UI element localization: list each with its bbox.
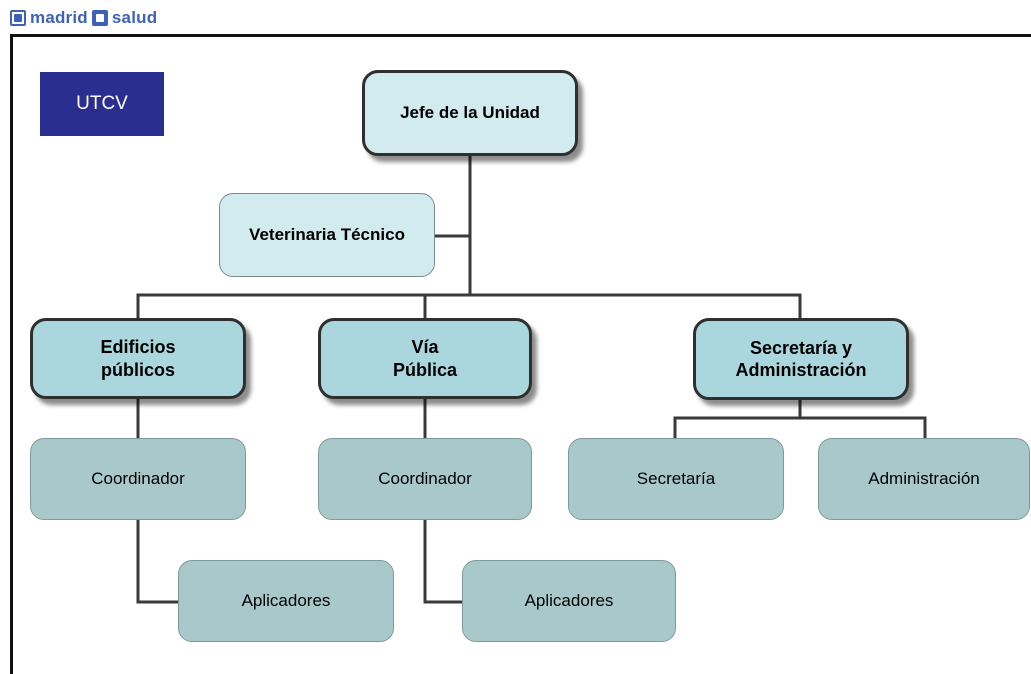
chart-frame: [10, 34, 1031, 674]
node-edificios-publicos: Edificios públicos: [30, 318, 246, 399]
node-jefe-unidad: Jefe de la Unidad: [362, 70, 578, 156]
node-coordinador-via: Coordinador: [318, 438, 532, 520]
brand-logo: madrid salud: [10, 7, 157, 29]
node-aplicadores-via: Aplicadores: [462, 560, 676, 642]
madrid-logo-icon: [10, 10, 26, 26]
salud-logo-icon: [91, 10, 108, 26]
node-aplicadores-edificios: Aplicadores: [178, 560, 394, 642]
node-veterinaria-tecnico: Veterinaria Técnico: [219, 193, 435, 277]
node-via-publica: Vía Pública: [318, 318, 532, 399]
node-secretaria-administracion: Secretaría y Administración: [693, 318, 909, 400]
unit-tag: UTCV: [40, 72, 164, 136]
brand-word-madrid: madrid: [30, 8, 88, 27]
node-coordinador-edificios: Coordinador: [30, 438, 246, 520]
node-administracion: Administración: [818, 438, 1030, 520]
brand-word-salud: salud: [111, 8, 158, 27]
node-secretaria: Secretaría: [568, 438, 784, 520]
